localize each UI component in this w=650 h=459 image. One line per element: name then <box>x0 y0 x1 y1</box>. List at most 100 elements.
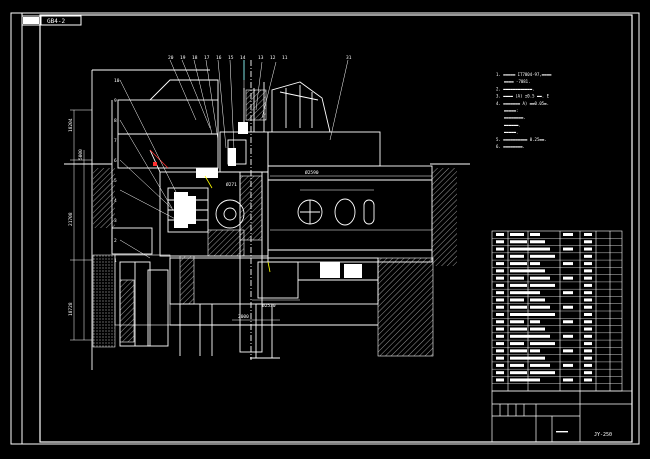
bom-cell-text <box>584 378 592 382</box>
bom-cell-text <box>530 363 550 367</box>
bom-cell-text <box>510 349 527 353</box>
title-block-drawing-no: JY-250 <box>594 432 612 438</box>
bom-cell-text <box>584 298 592 302</box>
bom-cell-text <box>530 356 545 360</box>
note-line: 1. ▬▬▬▬▬ IT7804-97,▬▬▬▬ <box>496 72 552 77</box>
balloon-top-15: 15 <box>228 55 234 61</box>
bom-cell-text <box>530 305 550 309</box>
bom-cell-text <box>496 320 504 324</box>
bom-cell-text <box>563 349 573 353</box>
bom-cell-text <box>563 363 573 367</box>
note-line: ▬▬▬▬▬▬▬▬. <box>504 115 526 120</box>
bom-cell-text <box>530 378 540 382</box>
balloon-left-6: 6 <box>114 158 117 164</box>
bom-cell-text <box>530 320 540 324</box>
note-line: ▬▬▬▬▬. <box>504 130 518 135</box>
bom-cell-text <box>530 371 555 375</box>
note-line: 6. ▬▬▬▬▬▬▬▬. <box>496 144 525 149</box>
bom-cell-text <box>584 276 592 280</box>
balloon-top-19: 19 <box>180 55 186 61</box>
machine-body <box>91 60 433 370</box>
bom-cell-text <box>530 276 550 280</box>
bom-cell-text <box>510 334 530 338</box>
bom-cell-text <box>530 298 545 302</box>
bom-cell-text <box>530 262 540 266</box>
bom-cell-text <box>530 291 540 295</box>
bom-cell-text <box>496 371 504 375</box>
bom-cell-text <box>530 349 540 353</box>
left-dim-3: 21708 <box>68 212 74 226</box>
bom-cell-text <box>510 378 530 382</box>
balloon-top-17: 17 <box>204 55 210 61</box>
bom-cell-text <box>496 363 504 367</box>
balloon-top-14: 14 <box>240 55 246 61</box>
foundation <box>64 163 470 357</box>
bom-cell-text <box>510 313 530 316</box>
bom-cell-text <box>530 233 540 236</box>
note-line: 4. ▬▬▬▬▬▬▬ A) ▬▬0.05▬. <box>496 101 549 106</box>
note-line: ▬▬▬▬▬: <box>504 108 518 113</box>
balloon-left-9: 9 <box>114 98 117 104</box>
left-dim-4: 18728 <box>68 302 74 316</box>
bom-cell-text <box>496 342 504 346</box>
balloon-top-16: 16 <box>216 55 222 61</box>
bom-cell-text <box>510 342 524 346</box>
left-dim-2: 5000 <box>78 149 84 160</box>
bom-cell-text <box>530 327 545 331</box>
bom-cell-text <box>510 269 530 273</box>
bom-cell-text <box>530 269 545 273</box>
balloon-left-7: 7 <box>114 138 117 144</box>
bom-cell-text <box>584 254 592 258</box>
corner-logo-block <box>23 17 39 24</box>
balloon-left-8: 8 <box>114 118 117 124</box>
bom-cell-text <box>510 233 524 236</box>
bom-cell-text <box>496 349 504 353</box>
bom-cell-text <box>563 320 573 324</box>
bom-cell-text <box>496 291 504 295</box>
bom-cell-text <box>510 247 530 251</box>
bom-cell-text <box>584 349 592 353</box>
bom-cell-text <box>584 291 592 295</box>
technical-notes: 1. ▬▬▬▬▬ IT7804-97,▬▬▬▬ ▬▬▬▬ -7081. 2. ▬▬▬… <box>496 72 552 149</box>
bom-cell-text <box>563 305 573 309</box>
bom-cell-text <box>530 283 555 287</box>
balloon-left-2: 2 <box>114 238 117 244</box>
bom-cell-text <box>584 305 592 309</box>
bom-cell-text <box>584 342 592 346</box>
bom-cell-text <box>563 276 573 280</box>
balloon-left-10: 10 <box>114 78 120 84</box>
bom-cell-text <box>563 247 573 251</box>
bom-cell-text <box>496 276 504 280</box>
balloon-top-18: 18 <box>192 55 198 61</box>
dimension-d-bottom: 2000 <box>238 314 249 320</box>
note-line: 2. ▬▬▬▬▬▬▬▬▬▬▬▬. <box>496 86 535 91</box>
balloon-left-4: 4 <box>114 198 117 204</box>
bom-cell-text <box>584 320 592 324</box>
bom-cell-text <box>563 334 573 338</box>
dimension-d-mid: Ø2590 <box>305 169 319 176</box>
bom-cell-text <box>584 247 592 251</box>
bom-cell-text <box>584 363 592 367</box>
balloon-right: 31 <box>346 55 352 61</box>
bom-cell-text <box>510 371 527 375</box>
bom-cell-text <box>510 327 527 331</box>
note-line: ▬▬▬▬ -7081. <box>504 79 531 84</box>
left-dim-1: 18204 <box>68 118 74 132</box>
balloon-left-3: 3 <box>114 218 117 224</box>
bom-cell-text <box>584 356 592 360</box>
bom-cell-text <box>530 334 550 338</box>
bom-cell-text <box>510 356 530 360</box>
bom-cell-text <box>496 240 504 244</box>
corner-box-left <box>21 15 41 26</box>
bom-cell-text <box>510 283 527 287</box>
bom-cell-text <box>496 262 504 266</box>
note-line: ▬▬▬▬▬▬. <box>504 122 521 127</box>
bom-cell-text <box>530 313 555 316</box>
bom-cell-text <box>510 305 527 309</box>
dimension-d-top: Ø271 <box>226 181 237 188</box>
bom-cell-text <box>530 240 545 244</box>
bom-cell-text <box>584 313 592 316</box>
balloon-top-13: 13 <box>258 55 264 61</box>
